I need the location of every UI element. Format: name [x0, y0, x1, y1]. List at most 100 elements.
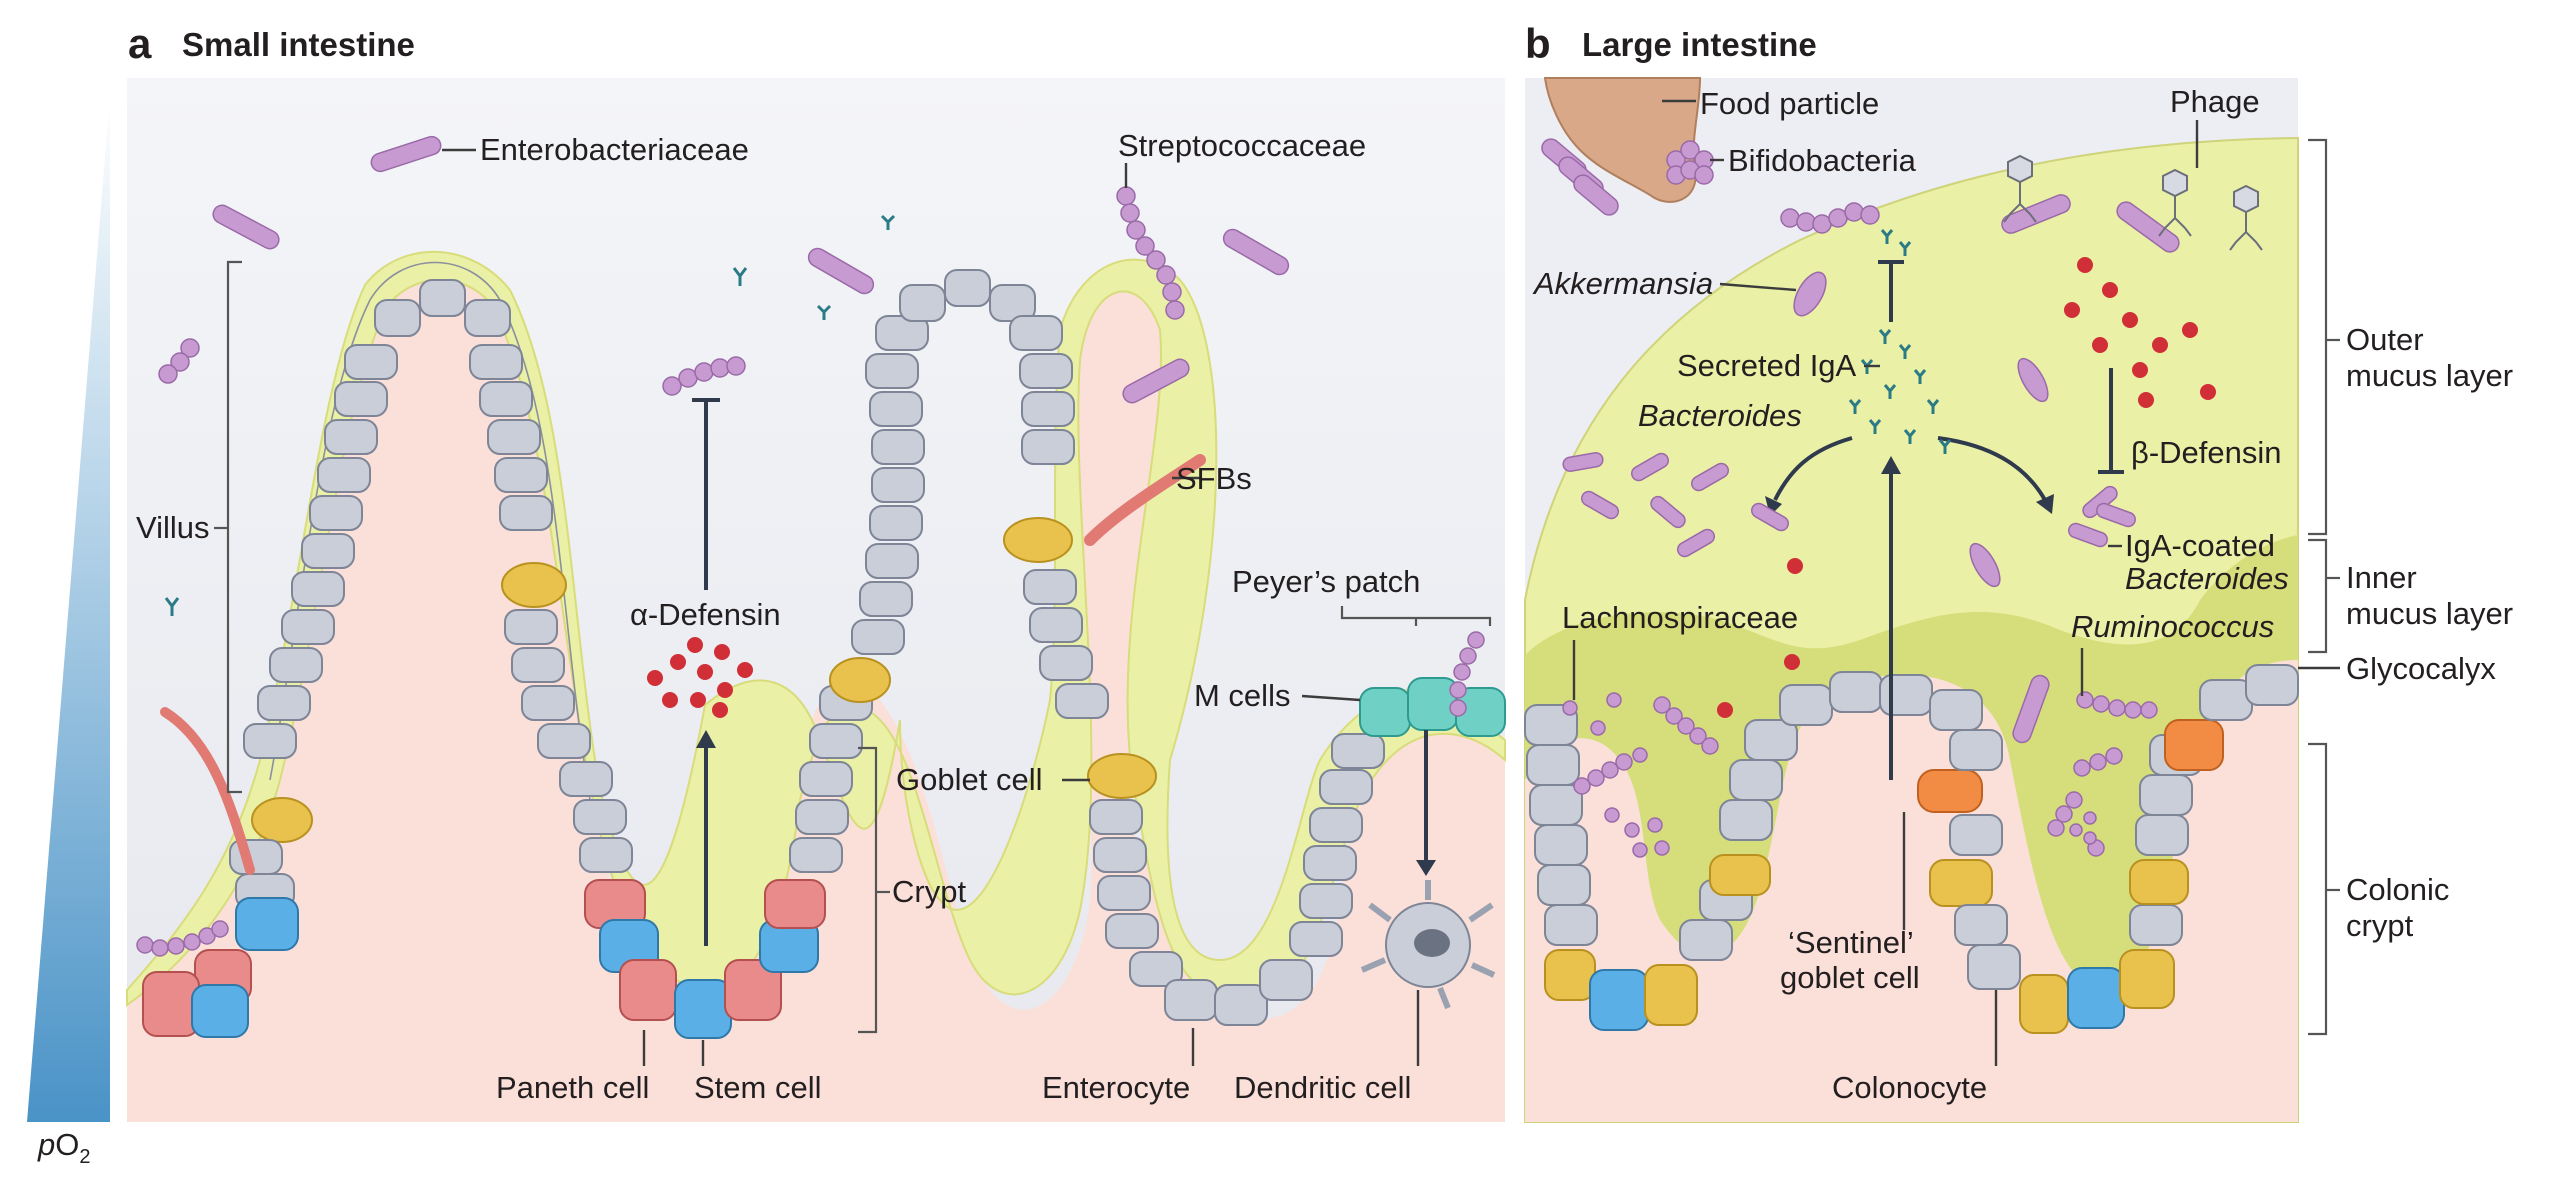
enterocyte-cell	[1097, 875, 1151, 911]
label-sentinel-1: ‘Sentinel’	[1788, 925, 1914, 960]
label-colonic-crypt-1: Colonic	[2346, 872, 2449, 907]
goblet-cell-icon	[1087, 753, 1157, 799]
enterocyte-cell	[799, 761, 853, 797]
label-colonocyte: Colonocyte	[1832, 1070, 1987, 1105]
iga-arrow-right	[1937, 436, 2047, 501]
enterocyte-cell	[344, 344, 398, 380]
bacteroides-icon	[1580, 490, 1620, 520]
enterocyte-cell	[309, 495, 363, 531]
panel-b-title: Large intestine	[1582, 26, 1817, 63]
bacterium-rod-icon	[2001, 194, 2071, 234]
bacterium-rod-icon	[370, 135, 442, 173]
crypt-bracket	[858, 746, 878, 1034]
enterocyte-cell	[317, 457, 371, 493]
stem-cell-icon	[674, 979, 732, 1039]
enterocyte-cell	[1299, 883, 1353, 919]
antibody-icon	[880, 214, 896, 230]
panel-a-letter: a	[128, 20, 152, 67]
colonocyte-cell	[1529, 784, 1583, 826]
label-outer-mucus-2: mucus layer	[2346, 358, 2513, 393]
goblet-cell-icon	[829, 657, 891, 703]
enterocyte-cell	[944, 269, 991, 307]
goblet-cell-icon	[1709, 854, 1771, 896]
bacterium-rod-icon	[212, 204, 280, 250]
enterocyte-cell	[865, 543, 919, 579]
enterocyte-cell	[281, 609, 335, 645]
enterocyte-cell	[859, 581, 913, 617]
bacteroides-icon	[1676, 528, 1716, 558]
bacterium-chain-icon	[662, 356, 746, 396]
enterocyte-cell	[269, 647, 323, 683]
dendritic-cell-icon	[1360, 880, 1496, 1010]
label-streptococcaceae: Streptococcaceae	[1118, 128, 1366, 163]
food-particle-icon	[1543, 77, 1702, 203]
enterocyte-cell	[1214, 984, 1268, 1026]
enterocyte-cell	[559, 761, 613, 797]
enterocyte-cell	[1331, 733, 1385, 769]
label-secreted-iga: Secreted IgA	[1677, 348, 1857, 383]
bacteroides-icon	[1562, 451, 1604, 473]
panel-a-title: Small intestine	[182, 26, 415, 63]
label-iga-coated-1: IgA-coated	[2125, 528, 2275, 563]
enterocyte-cell	[1019, 353, 1073, 389]
label-beta-defensin: β-Defensin	[2131, 435, 2282, 470]
enterocyte-cell	[243, 723, 297, 759]
colonocyte-cell	[1929, 689, 1983, 731]
label-enterobacteriaceae: Enterobacteriaceae	[480, 132, 749, 167]
enterocyte-cell	[851, 619, 905, 655]
label-phage: Phage	[2170, 84, 2260, 119]
antibody-icon	[816, 304, 832, 320]
enterocyte-cell	[537, 723, 591, 759]
enterocyte-cell	[579, 837, 633, 873]
colonocyte-cell	[1949, 814, 2003, 856]
colonic-crypt-bracket	[2308, 742, 2328, 1036]
label-glycocalyx: Glycocalyx	[2346, 651, 2496, 686]
paneth-cell-icon	[764, 879, 826, 929]
label-lachnospiraceae: Lachnospiraceae	[1562, 600, 1798, 635]
goblet-cell-icon	[1929, 859, 1993, 907]
colonocyte-cell	[2245, 664, 2299, 706]
bacterium-rod-icon	[2012, 674, 2050, 744]
bifidobacterium-icon	[1573, 174, 1619, 216]
enterocyte-cell	[1303, 845, 1357, 881]
label-food-particle: Food particle	[1700, 86, 1879, 121]
po2-axis: pO2	[27, 95, 110, 1168]
enterocyte-cell	[1029, 607, 1083, 643]
outer-mucus-bracket	[2308, 138, 2328, 536]
goblet-cell-icon	[2129, 859, 2189, 905]
label-colonic-crypt-2: crypt	[2346, 908, 2414, 943]
antibody-icon	[164, 597, 180, 616]
bacterium-rod-icon	[807, 247, 875, 295]
enterocyte-cell	[865, 353, 919, 389]
sfb-filament-icon	[1084, 454, 1206, 546]
enterocyte-cell	[1021, 391, 1075, 427]
enterocyte-cell	[301, 533, 355, 569]
arrowhead-icon	[1416, 860, 1436, 876]
label-bacteroides: Bacteroides	[1638, 398, 1802, 433]
enterocyte-cell	[899, 284, 946, 322]
goblet-cell-icon	[2119, 949, 2175, 1009]
arrowhead-icon	[1881, 456, 1901, 474]
secreted-iga-cluster	[1848, 229, 1952, 454]
colonocyte-cell	[1879, 674, 1933, 716]
stem-cell-icon	[235, 897, 299, 951]
phage-icon	[2003, 154, 2037, 223]
label-inner-mucus-2: mucus layer	[2346, 596, 2513, 631]
sentinel-goblet-cell-icon	[2164, 719, 2224, 771]
enterocyte-cell	[419, 279, 466, 317]
bacteroides-icon	[2068, 522, 2108, 548]
leader-line	[1301, 694, 1361, 702]
colonocyte-cell	[2129, 904, 2183, 946]
stem-cell-icon	[191, 984, 249, 1038]
arrowhead-icon	[2036, 494, 2054, 514]
label-crypt: Crypt	[892, 874, 966, 909]
enterocyte-cell	[374, 299, 421, 337]
villus-middle	[789, 269, 1506, 1026]
phage-icon	[2229, 184, 2263, 251]
enterocyte-cell	[1009, 315, 1063, 351]
enterocyte-cell	[1089, 799, 1143, 835]
enterobacteriaceae-bacteria	[212, 135, 1290, 404]
paneth-cell-icon	[142, 971, 200, 1037]
enterocyte-cell	[1289, 921, 1343, 957]
goblet-cell-icon	[251, 797, 313, 843]
